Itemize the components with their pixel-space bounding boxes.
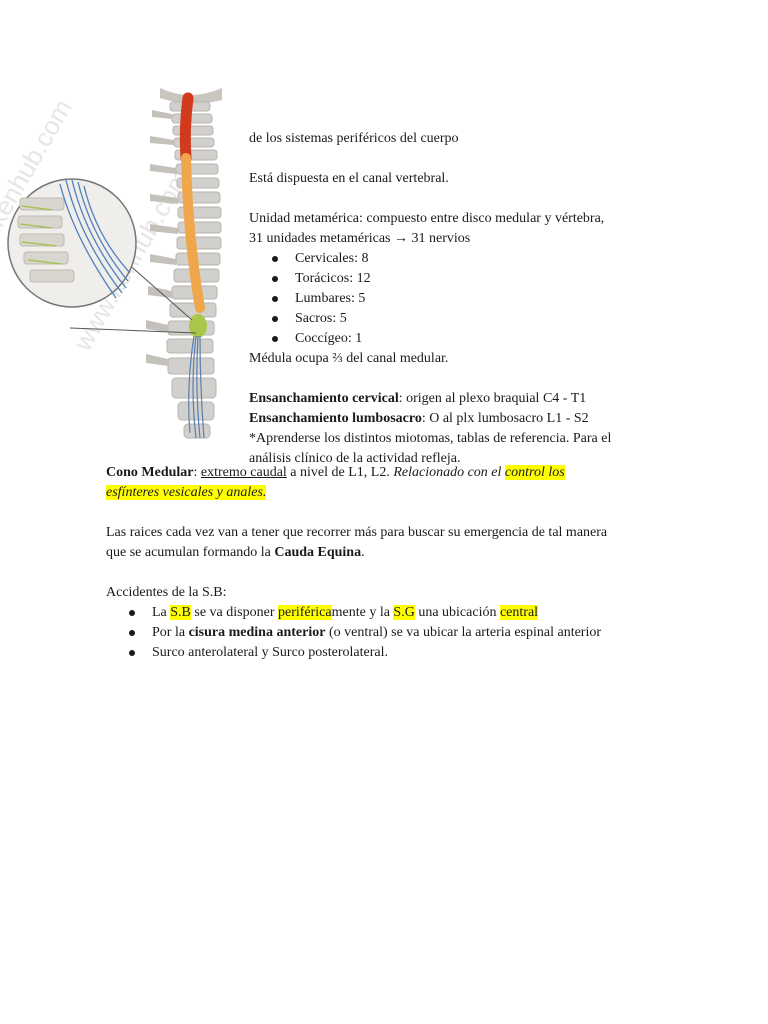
ens-cervical-text: : origen al plexo braquial C4 - T1 — [398, 391, 587, 406]
list-item: Por la cisura medina anterior (o ventral… — [106, 623, 696, 643]
paragraph-sistemas: de los sistemas periféricos del cuerpo — [249, 131, 459, 146]
cono-underlined: extremo caudal — [200, 465, 287, 480]
paragraph-ens-lumbo: Ensanchamiento lumbosacro: O al plx lumb… — [249, 409, 669, 429]
cono-label: Cono Medular — [106, 465, 194, 480]
highlight: central — [499, 605, 539, 620]
list-item: Lumbares: 5 — [249, 289, 669, 309]
paragraph-medula: Médula ocupa ⅔ del canal medular. — [249, 351, 449, 366]
ens-lumbo-text: : O al plx lumbosacro L1 - S2 — [421, 411, 589, 426]
list-item: Surco anterolateral y Surco posterolater… — [106, 643, 696, 663]
list-item: Sacros: 5 — [249, 309, 669, 329]
paragraph-unidad-line1: Unidad metamérica: compuesto entre disco… — [249, 211, 605, 226]
accidentes-title: Accidentes de la S.B: — [106, 585, 227, 600]
paragraph-raices-line1: Las raices cada vez van a tener que reco… — [106, 525, 608, 540]
highlight: S.G — [393, 605, 415, 620]
accidentes-list: La S.B se va disponer periféricamente y … — [106, 603, 696, 663]
paragraph-ens-cervical: Ensanchamiento cervical: origen al plexo… — [249, 389, 669, 409]
text-section-right: de los sistemas periféricos del cuerpo E… — [249, 129, 669, 469]
highlight: control los — [504, 465, 565, 480]
nervios-list: Cervicales: 8 Torácicos: 12 Lumbares: 5 … — [249, 249, 669, 349]
paragraph-raices-line2: que se acumulan formando la Cauda Equina… — [106, 545, 365, 560]
paragraph-nota-line1: *Aprenderse los distintos miotomas, tabl… — [249, 431, 612, 446]
paragraph-unidad-line2: 31 unidades metaméricas → 31 nervios — [249, 231, 471, 246]
list-item: La S.B se va disponer periféricamente y … — [106, 603, 696, 623]
cono-italic: Relacionado con el — [393, 465, 505, 480]
paragraph-cono: Cono Medular: extremo caudal a nivel de … — [106, 465, 565, 480]
list-item: Cervicales: 8 — [249, 249, 669, 269]
ens-lumbo-label: Ensanchamiento lumbosacro — [249, 411, 422, 426]
paragraph-cono-line2: esfínteres vesicales y anales. — [106, 483, 696, 503]
highlight: S.B — [170, 605, 191, 620]
list-item: Torácicos: 12 — [249, 269, 669, 289]
ens-cervical-label: Ensanchamiento cervical — [249, 391, 399, 406]
text-section-full: Cono Medular: extremo caudal a nivel de … — [106, 463, 696, 663]
spinal-cord-illustration: www.kenhub.com www.kenhub.com — [0, 88, 245, 460]
paragraph-nota-line2: análisis clínico de la actividad refleja… — [249, 451, 461, 466]
cauda-equina: Cauda Equina — [274, 545, 362, 560]
list-item: Coccígeo: 1 — [249, 329, 669, 349]
highlight: esfínteres vesicales y anales. — [106, 485, 267, 500]
paragraph-canal: Está dispuesta en el canal vertebral. — [249, 171, 449, 186]
highlight: periférica — [277, 605, 332, 620]
